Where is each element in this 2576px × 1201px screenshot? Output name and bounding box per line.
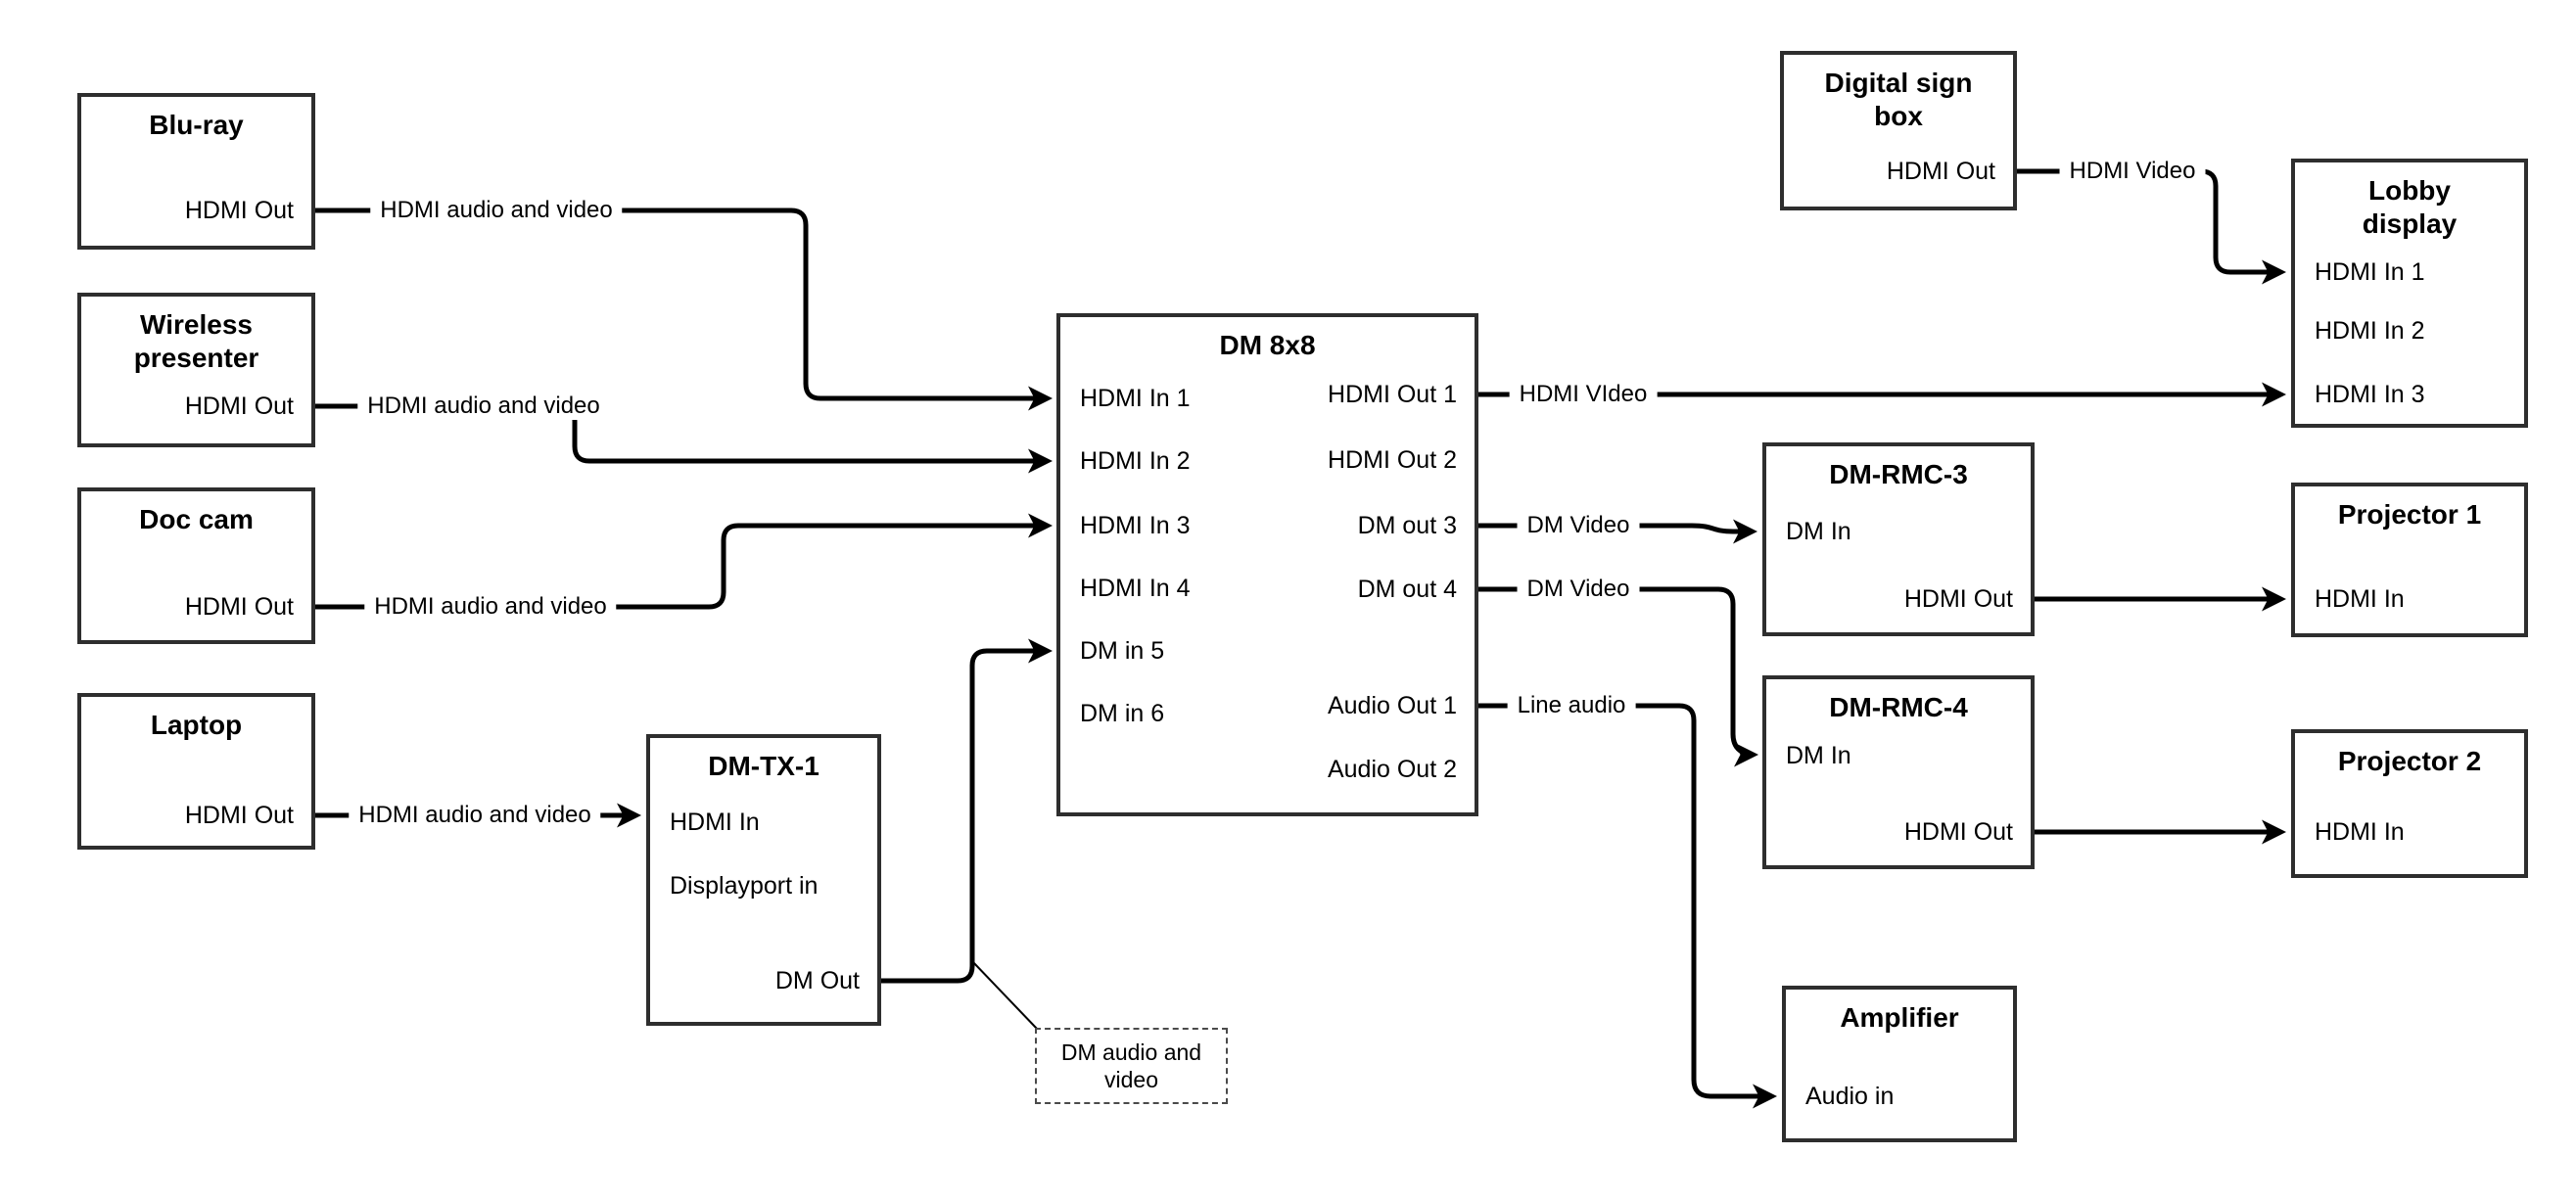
port-dm-in-5: DM in 5 — [1080, 637, 1165, 665]
edge-label-hdmi-video-out1: HDMI VIdeo — [1509, 381, 1658, 408]
edge-doccam-to-dm8x8-in3 — [315, 513, 1053, 610]
port-hdmi-in: HDMI In — [670, 808, 760, 836]
port-hdmi-in: HDMI In — [2315, 585, 2405, 613]
node-projector-1: Projector 1 HDMI In — [2291, 483, 2528, 637]
port-hdmi-out: HDMI Out — [1903, 585, 2013, 613]
edge-dm8x8-out4-to-dmrmc4 — [1478, 586, 1758, 767]
port-hdmi-in: HDMI In — [2315, 818, 2405, 846]
port-hdmi-out: HDMI Out — [184, 593, 294, 621]
port-dm-out: DM Out — [774, 967, 860, 994]
node-title: DM-RMC-3 — [1829, 459, 1968, 489]
port-dm-out-4: DM out 4 — [1357, 576, 1457, 603]
node-title: Blu-ray — [149, 110, 244, 140]
port-hdmi-out: HDMI Out — [184, 802, 294, 829]
node-projector-2: Projector 2 HDMI In — [2291, 729, 2528, 878]
port-hdmi-in-1: HDMI In 1 — [2315, 258, 2425, 286]
node-title: DM-TX-1 — [708, 751, 820, 781]
node-digital-sign-box: Digital sign box HDMI Out — [1780, 51, 2017, 210]
port-hdmi-in-4: HDMI In 4 — [1080, 575, 1191, 602]
edge-label-bluray: HDMI audio and video — [370, 197, 623, 224]
port-hdmi-in-3: HDMI In 3 — [2315, 381, 2425, 408]
node-title: Projector 2 — [2337, 746, 2482, 776]
edge-digitalsign-to-lobby-in1 — [2017, 168, 2286, 285]
port-hdmi-in-3: HDMI In 3 — [1080, 512, 1191, 539]
edge-label-wireless: HDMI audio and video — [357, 393, 610, 420]
edge-dm8x8-audio1-to-amplifier — [1478, 703, 1777, 1109]
port-hdmi-out: HDMI Out — [184, 393, 294, 420]
edge-bluray-to-dm8x8-in1 — [315, 208, 1053, 411]
node-title: Amplifier — [1840, 1002, 1959, 1033]
port-hdmi-out: HDMI Out — [1886, 158, 1995, 185]
node-amplifier: Amplifier Audio in — [1782, 986, 2017, 1142]
node-doc-cam: Doc cam HDMI Out — [77, 487, 315, 644]
edge-label-line-audio: Line audio — [1507, 692, 1636, 719]
node-title: Digital sign box — [1824, 68, 1973, 131]
port-hdmi-in-2: HDMI In 2 — [2315, 317, 2425, 345]
port-displayport-in: Displayport in — [670, 872, 819, 900]
node-title: Wireless presenter — [133, 309, 259, 373]
node-title: DM-RMC-4 — [1829, 692, 1968, 722]
port-dm-out-3: DM out 3 — [1357, 512, 1457, 539]
edge-label-doccam: HDMI audio and video — [364, 593, 617, 621]
port-audio-in: Audio in — [1805, 1083, 1895, 1110]
port-hdmi-in-2: HDMI In 2 — [1080, 447, 1191, 475]
port-dm-in: DM In — [1786, 518, 1851, 545]
node-blu-ray: Blu-ray HDMI Out — [77, 93, 315, 250]
edge-label-dm-video-4: DM Video — [1517, 576, 1640, 603]
port-hdmi-out: HDMI Out — [1903, 818, 2013, 846]
node-dm-tx-1: DM-TX-1 HDMI In Displayport in DM Out — [646, 734, 881, 1026]
annotation-leader-line — [971, 960, 1039, 1031]
node-lobby-display: Lobby display HDMI In 1 HDMI In 2 HDMI I… — [2291, 159, 2528, 428]
port-hdmi-out-1: HDMI Out 1 — [1328, 381, 1457, 408]
node-title: Projector 1 — [2337, 499, 2482, 530]
node-title: Lobby display — [2362, 175, 2458, 239]
port-dm-in: DM In — [1786, 742, 1851, 769]
node-dm-8x8: DM 8x8 HDMI In 1 HDMI In 2 HDMI In 3 HDM… — [1056, 313, 1478, 816]
port-hdmi-in-1: HDMI In 1 — [1080, 385, 1191, 412]
edge-label-laptop: HDMI audio and video — [349, 802, 601, 829]
port-audio-out-1: Audio Out 1 — [1327, 692, 1457, 719]
annotation-text: DM audio and video — [1060, 1039, 1202, 1092]
edge-dm8x8-out3-to-dmrmc3 — [1478, 519, 1757, 544]
port-hdmi-out: HDMI Out — [184, 197, 294, 224]
node-title: Laptop — [150, 710, 243, 740]
edge-dmtx1-to-dm8x8-in5 — [881, 638, 1053, 984]
node-dm-rmc-4: DM-RMC-4 DM In HDMI Out — [1762, 675, 2035, 869]
edge-label-hdmi-video-sign: HDMI Video — [2059, 158, 2206, 185]
port-audio-out-2: Audio Out 2 — [1327, 756, 1457, 783]
node-dm-rmc-3: DM-RMC-3 DM In HDMI Out — [1762, 442, 2035, 636]
node-title: DM 8x8 — [1219, 330, 1316, 360]
node-laptop: Laptop HDMI Out — [77, 693, 315, 850]
annotation-dm-audio-and-video: DM audio and video — [1035, 1028, 1228, 1104]
port-dm-in-6: DM in 6 — [1080, 700, 1165, 727]
node-wireless-presenter: Wireless presenter HDMI Out — [77, 293, 315, 447]
edge-label-dm-video-3: DM Video — [1517, 512, 1640, 539]
port-hdmi-out-2: HDMI Out 2 — [1328, 446, 1457, 474]
node-title: Doc cam — [139, 504, 254, 534]
